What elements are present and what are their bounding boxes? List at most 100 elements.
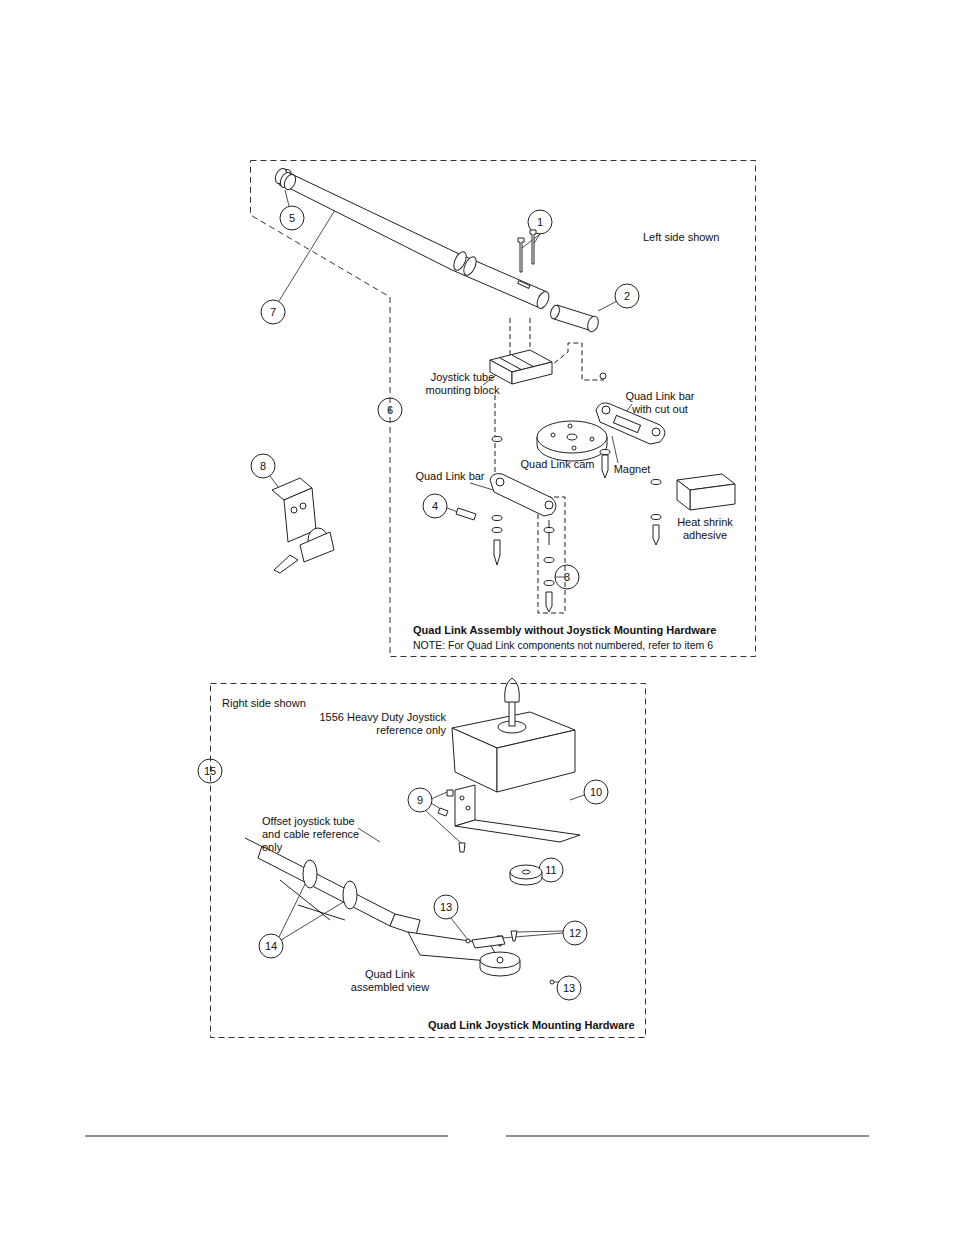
drawing-stroke: [506, 1136, 869, 1137]
drawing-stroke: [456, 508, 476, 520]
region-note: Left side shown: [643, 231, 719, 244]
drawing-stroke: [652, 428, 660, 436]
drawing-stroke: [530, 230, 536, 264]
part-label: Quad Link assembled view: [340, 968, 440, 994]
drawing-stroke: [537, 421, 607, 453]
drawing-stroke: [285, 190, 289, 206]
region-title: NOTE: For Quad Link components not numbe…: [413, 639, 713, 652]
drawing-stroke: [511, 931, 517, 941]
drawing-stroke: [613, 415, 640, 432]
drawing-stroke: [274, 555, 298, 573]
callout-number: 1: [530, 215, 550, 229]
drawing-stroke: [509, 700, 515, 726]
joystick-cam: [497, 865, 542, 946]
callout-number: 12: [565, 926, 585, 940]
drawing-stroke: [522, 870, 530, 874]
dashed-boundary: [251, 161, 756, 657]
drawing-stroke: [544, 558, 554, 563]
drawing-stroke: [544, 528, 554, 533]
drawing-stroke: [653, 525, 659, 545]
callout-number: 13: [559, 981, 579, 995]
drawing-stroke: [85, 1136, 448, 1137]
drawing-stroke: [586, 315, 600, 333]
drawing-stroke: [466, 939, 470, 943]
drawing-stroke: [358, 828, 380, 842]
drawing-stroke: [651, 515, 661, 520]
drawing-stroke: [512, 355, 534, 367]
part-label: Offset joystick tube and cable reference…: [262, 815, 362, 854]
joystick-tube: [273, 167, 551, 311]
region-title: Quad Link Assembly without Joystick Moun…: [413, 624, 716, 637]
dashed-boundary: [211, 684, 646, 1038]
drawing-stroke: [546, 592, 552, 612]
drawing-stroke: [461, 255, 479, 277]
drawing-stroke: [460, 796, 464, 800]
callout-circles: [198, 206, 639, 1000]
drawing-stroke: [291, 507, 297, 513]
region-title: Quad Link Joystick Mounting Hardware: [428, 1019, 635, 1032]
drawing-stroke: [505, 678, 520, 702]
drawing-stroke: [549, 304, 561, 320]
callout-number: 10: [586, 785, 606, 799]
region-note: Right side shown: [222, 697, 306, 710]
drawing-stroke: [545, 501, 553, 509]
drawing-stroke: [343, 881, 357, 909]
drawing-stroke: [451, 918, 468, 940]
callout-number: 7: [263, 305, 283, 319]
quad-link-bar-cutout: [596, 373, 665, 485]
drawing-stroke: [298, 905, 345, 920]
part-label: 1556 Heavy Duty Joystick reference only: [296, 711, 446, 737]
drawing-stroke: [492, 516, 502, 521]
drawing-stroke: [490, 474, 556, 516]
drawing-stroke: [567, 434, 577, 440]
drawing-stroke: [572, 446, 576, 450]
drawing-stroke: [563, 921, 587, 945]
drawing-stroke: [492, 437, 502, 442]
drawing-stroke: [510, 318, 511, 355]
drawing-stroke: [500, 358, 522, 370]
part-label: Quad Link bar with cut out: [620, 390, 700, 416]
drawing-stroke: [494, 540, 500, 565]
drawing-stroke: [303, 860, 317, 888]
drawing-stroke: [570, 795, 584, 800]
drawing-stroke: [600, 450, 610, 455]
drawing-stroke: [557, 976, 581, 1000]
part-label: Joystick tube mounting block: [420, 371, 505, 397]
part-label: Quad Link cam: [515, 458, 600, 471]
part-label: Magnet: [608, 463, 656, 476]
drawing-stroke: [551, 433, 555, 437]
drawing-stroke: [512, 362, 552, 384]
drawing-stroke: [283, 170, 547, 308]
drawing-stroke: [280, 206, 304, 230]
drawing-stroke: [568, 424, 572, 428]
drawing-stroke: [516, 931, 563, 932]
drawing-stroke: [300, 532, 334, 562]
drawing-stroke: [280, 880, 330, 920]
drawing-stroke: [518, 281, 530, 289]
drawing-stroke: [535, 290, 552, 311]
drawing-stroke: [390, 914, 420, 935]
quad-link-cam: [537, 421, 607, 461]
drawing-stroke: [615, 284, 639, 308]
drawing-stroke: [259, 934, 283, 958]
drawing-stroke: [522, 234, 540, 248]
callout-number: 11: [541, 863, 561, 877]
drawing-stroke: [447, 790, 453, 796]
drawing-stroke: [518, 238, 524, 272]
drawing-stroke: [455, 820, 580, 842]
part-label: Quad Link bar: [410, 470, 490, 483]
drawing-stroke: [555, 565, 579, 589]
drawing-stroke: [258, 846, 395, 926]
drawing-stroke: [408, 788, 432, 812]
drawing-stroke: [472, 936, 505, 948]
drawing-stroke: [539, 858, 563, 882]
clamp-item-8: [272, 478, 334, 573]
drawing-stroke: [550, 980, 554, 984]
callout-number: 9: [410, 793, 430, 807]
drawing-stroke: [459, 843, 465, 852]
drawing-stroke: [492, 528, 502, 533]
callout-number: 5: [282, 211, 302, 225]
drawing-stroke: [584, 780, 608, 804]
